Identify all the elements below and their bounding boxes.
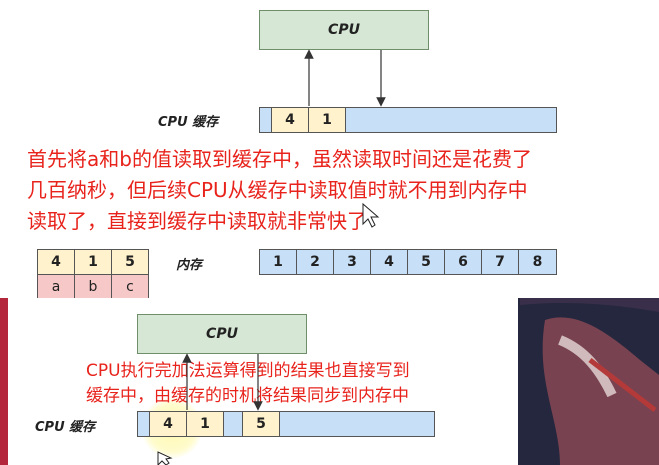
memory-cell: 8 [518,249,557,275]
bottom-cache-cell: 1 [186,411,224,437]
bottom-cache-cell: 5 [242,411,280,437]
top-cache-cell: 1 [308,107,346,133]
name-cell: a [37,274,75,300]
memory-cell: 3 [333,249,371,275]
mouse-cursor-icon [362,202,380,228]
bottom-cache-cell [223,411,243,437]
top-arrows [304,49,386,228]
value-cell: 1 [74,249,112,275]
value-cell: 5 [111,249,149,275]
top-cache-label: CPU 缓存 [158,115,219,130]
memory-label: 内存 [176,258,203,273]
bottom-explanation-line: CPU执行完加法运算得到的结果也直接写到 [86,361,410,381]
left-strip [0,298,8,465]
bottom-cache-empty [279,411,435,437]
top-cpu-box: CPU [259,10,429,50]
bottom-cache-cell: 4 [149,411,187,437]
top-explanation-line: 首先将a和b的值读取到缓存中，虽然读取时间还是花费了 [27,147,532,171]
memory-cell: 1 [259,249,297,275]
bottom-cpu-box: CPU [137,314,307,354]
bottom-cache-label: CPU 缓存 [35,420,96,435]
top-explanation-line: 几百纳秒，但后续CPU从缓存中读取值时就不用到内存中 [27,178,528,202]
bottom-explanation-line: 缓存中，由缓存的时机将结果同步到内存中 [86,386,409,406]
top-diagram: CPU CPU 缓存 4 1 首先将a和b的值读取到缓存中，虽然读取时间还是花费… [27,10,557,300]
memory-cell: 5 [407,249,445,275]
top-cache-cell: 4 [271,107,309,133]
top-explanation-line: 读取了，直接到缓存中读取就非常快了 [27,209,367,233]
memory-cell: 4 [370,249,408,275]
top-cache-empty [345,107,557,133]
name-cell: b [74,274,112,300]
memory-cell: 7 [481,249,519,275]
